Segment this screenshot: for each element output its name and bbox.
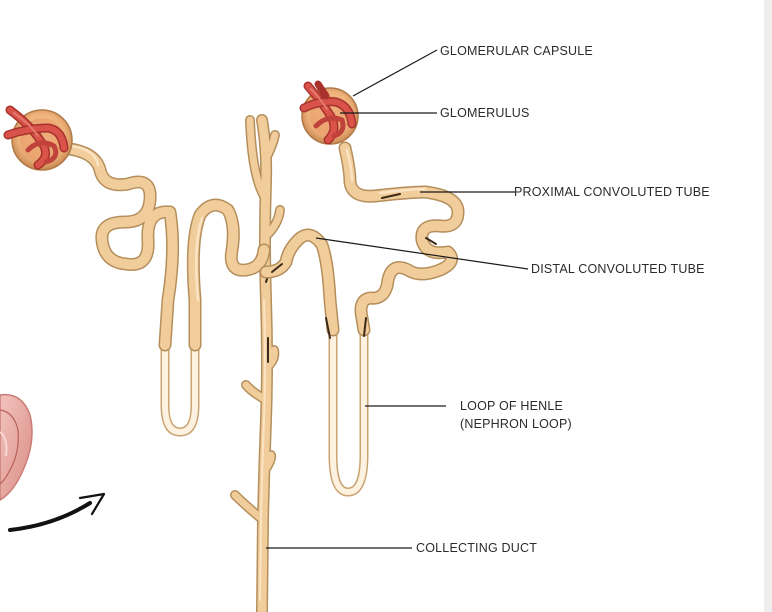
label-nephron-loop: (NEPHRON LOOP) <box>460 417 572 431</box>
leader-lines <box>266 49 529 549</box>
label-loop-of-henle: LOOP OF HENLE <box>460 399 563 413</box>
labels: GLOMERULAR CAPSULE GLOMERULUS PROXIMAL C… <box>416 44 710 555</box>
label-glomerular-capsule: GLOMERULAR CAPSULE <box>440 44 593 58</box>
right-glomerulus <box>299 80 359 145</box>
label-glomerulus: GLOMERULUS <box>440 106 530 120</box>
kidney-partial <box>0 393 33 501</box>
right-nephron <box>259 141 465 497</box>
scrollbar-track[interactable] <box>764 0 772 612</box>
left-nephron <box>53 141 271 437</box>
left-glomerulus <box>3 105 73 171</box>
label-collecting-duct: COLLECTING DUCT <box>416 541 537 555</box>
label-proximal-convoluted-tube: PROXIMAL CONVOLUTED TUBE <box>514 185 710 199</box>
leader-glomerular-capsule <box>352 49 438 97</box>
collecting-duct <box>230 114 285 612</box>
label-distal-convoluted-tube: DISTAL CONVOLUTED TUBE <box>531 262 705 276</box>
curved-arrow-icon <box>8 492 106 532</box>
leader-distal-convoluted-tube <box>315 237 529 270</box>
